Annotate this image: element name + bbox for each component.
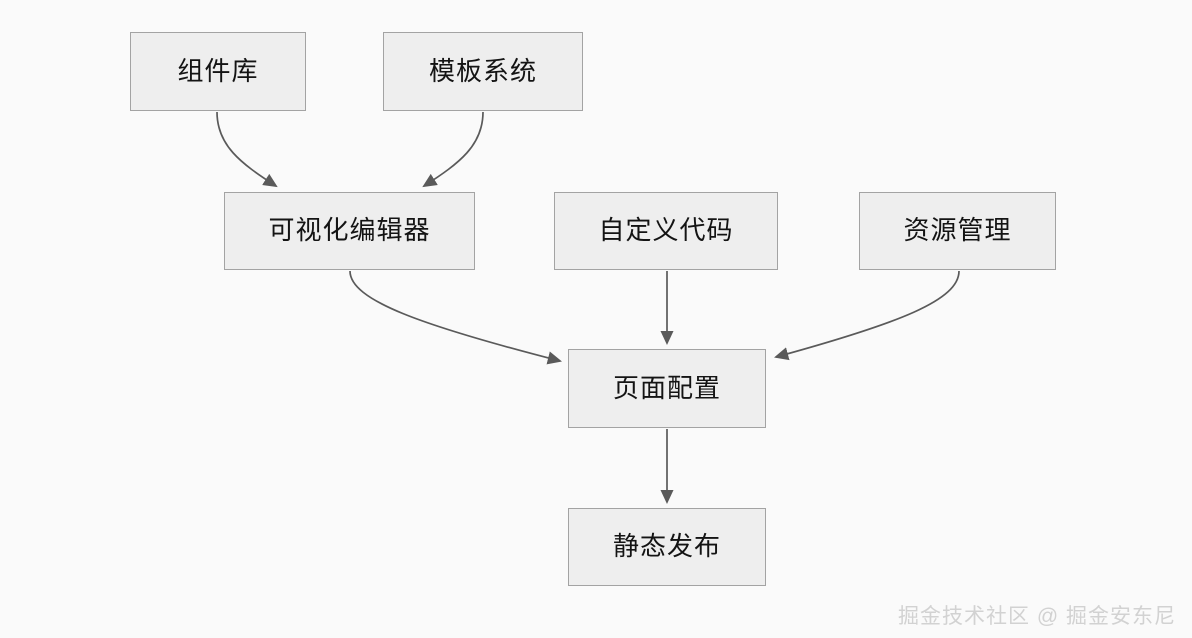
node-template-system[interactable]: 模板系统 [383, 32, 583, 111]
node-label: 资源管理 [903, 215, 1012, 245]
node-static-publish[interactable]: 静态发布 [568, 508, 766, 586]
edge-asset-management-to-page-config [774, 270, 960, 361]
node-custom-code[interactable]: 自定义代码 [554, 192, 778, 270]
node-asset-management[interactable]: 资源管理 [859, 192, 1056, 270]
edge-component-library-to-visual-editor [216, 111, 278, 188]
node-label: 自定义代码 [598, 215, 734, 245]
node-label: 组件库 [177, 55, 259, 86]
edge-template-system-to-visual-editor [422, 111, 484, 188]
edge-visual-editor-to-page-config [349, 270, 562, 365]
node-component-library[interactable]: 组件库 [130, 32, 306, 111]
watermark-text: 掘金技术社区 @ 掘金安东尼 [898, 605, 1176, 628]
node-label: 可视化编辑器 [268, 215, 431, 245]
node-visual-editor[interactable]: 可视化编辑器 [224, 192, 475, 270]
node-label: 静态发布 [612, 531, 721, 561]
node-label: 模板系统 [428, 55, 537, 86]
node-page-config[interactable]: 页面配置 [568, 349, 766, 428]
node-label: 页面配置 [612, 372, 721, 403]
